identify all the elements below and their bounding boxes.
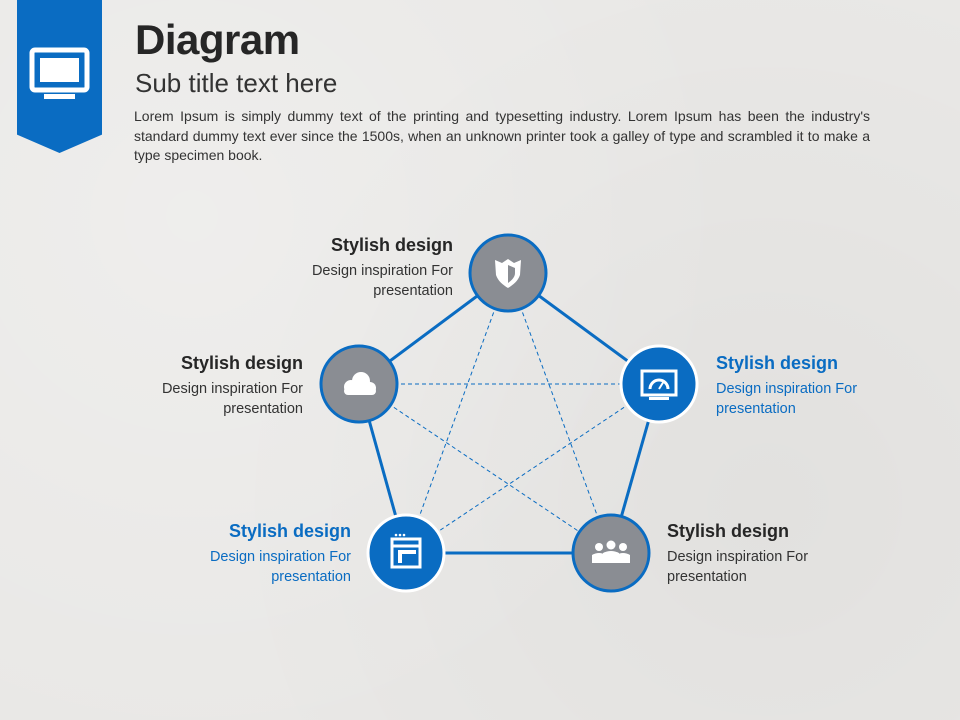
page-subtitle: Sub title text here [135,68,338,98]
node-bottom-left [366,513,446,593]
label-bottom-left-description: Design inspiration For presentation [209,549,351,585]
node-left [319,344,399,424]
shield-icon [495,259,521,288]
people-icon [592,540,630,563]
label-bottom-left: Stylish design Design inspiration For pr… [151,521,351,587]
label-right: Stylish design Design inspiration For pr… [716,353,916,419]
label-left-heading: Stylish design [180,353,303,373]
node-right [619,344,699,424]
dashboard-monitor-icon [640,369,678,400]
connector-left-bottomright [358,383,612,554]
label-bottom-right-heading: Stylish design [667,521,790,541]
node-top [468,233,548,313]
monitor-icon [29,47,90,99]
pentagon-outline [357,271,661,555]
node-bottom-right [571,513,651,593]
page-title: Diagram [135,16,300,63]
label-right-heading: Stylish design [716,353,839,373]
label-top: Stylish design Design inspiration For pr… [253,235,453,301]
label-bottom-right-description: Design inspiration For presentation [667,549,809,585]
connector-top-bottomright [507,272,612,554]
intro-paragraph: Lorem Ipsum is simply dummy text of the … [134,108,870,163]
label-bottom-left-heading: Stylish design [228,521,351,541]
connector-top-bottomleft [405,272,509,554]
cloud-icon [344,372,376,395]
label-top-description: Design inspiration For presentation [311,263,453,299]
star-connections [358,272,660,554]
label-right-description: Design inspiration For presentation [716,381,858,417]
header-ribbon [17,0,102,153]
label-bottom-right: Stylish design Design inspiration For pr… [667,521,867,587]
label-top-heading: Stylish design [330,235,453,255]
browser-window-icon [390,533,422,569]
label-left: Stylish design Design inspiration For pr… [103,353,303,419]
connector-right-bottomleft [405,383,660,554]
label-left-description: Design inspiration For presentation [161,381,303,417]
